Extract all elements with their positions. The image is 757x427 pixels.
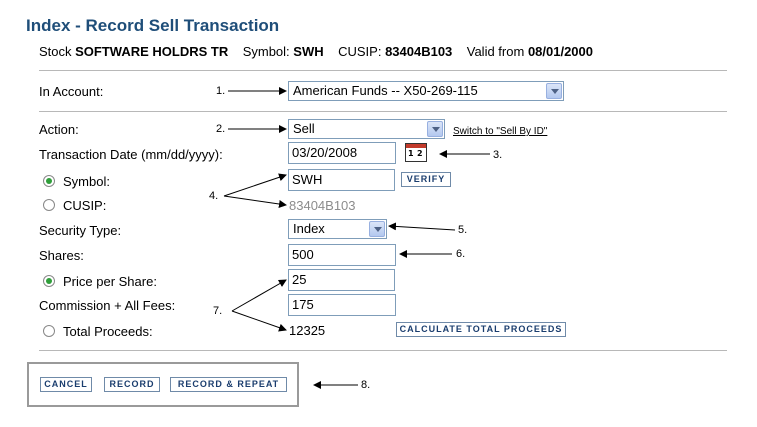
stock-name: SOFTWARE HOLDRS TR: [75, 44, 229, 59]
verify-button[interactable]: VERIFY: [401, 172, 451, 187]
switch-sell-by-id-link[interactable]: Switch to "Sell By ID": [453, 126, 548, 137]
page-title: Index - Record Sell Transaction: [26, 16, 280, 35]
symbol-label: Symbol:: [242, 44, 290, 59]
price-per-share-radio[interactable]: [43, 275, 55, 287]
account-select[interactable]: American Funds -- X50-269-115: [288, 81, 564, 101]
shares-input[interactable]: 500: [288, 244, 396, 266]
action-select-value: Sell: [293, 121, 315, 136]
security-type-value: Index: [293, 221, 325, 236]
transaction-date-input[interactable]: 03/20/2008: [288, 142, 396, 164]
callout-label-2: 2.: [216, 123, 226, 135]
total-proceeds-label: Total Proceeds:: [63, 324, 153, 339]
cusip-label: CUSIP:: [338, 44, 382, 59]
callout-label-8: 8.: [361, 379, 371, 391]
total-proceeds-radio[interactable]: [43, 325, 55, 337]
calendar-icon-digit: 1: [408, 149, 414, 158]
callout-label-6: 6.: [456, 248, 466, 260]
callout-arrow-7b: [231, 310, 287, 332]
security-type-select[interactable]: Index: [288, 219, 387, 239]
security-type-label: Security Type:: [39, 223, 122, 238]
callout-arrow-4b: [223, 195, 287, 208]
divider: [39, 350, 727, 351]
valid-label: Valid from: [466, 44, 525, 59]
chevron-down-icon[interactable]: [369, 221, 385, 237]
callout-label-7: 7.: [213, 305, 223, 317]
cusip-readonly-value: 83404B103: [289, 198, 356, 213]
stock-label: Stock: [39, 44, 72, 59]
chevron-down-icon[interactable]: [546, 83, 562, 99]
cusip-value: 83404B103: [385, 44, 453, 59]
symbol-radio[interactable]: [43, 175, 55, 187]
action-select[interactable]: Sell: [288, 119, 445, 139]
record-button[interactable]: RECORD: [104, 377, 160, 392]
total-proceeds-value: 12325: [289, 323, 326, 338]
action-label: Action:: [39, 122, 79, 137]
cusip-radio[interactable]: [43, 199, 55, 211]
record-and-repeat-button[interactable]: RECORD & REPEAT: [170, 377, 287, 392]
action-buttons-frame: [27, 362, 299, 407]
commission-label: Commission + All Fees:: [39, 298, 176, 313]
calendar-icon-digit: 2: [417, 149, 423, 158]
cusip-radio-label: CUSIP:: [63, 198, 107, 213]
callout-label-3: 3.: [493, 149, 503, 161]
shares-label: Shares:: [39, 248, 84, 263]
stock-info: Stock SOFTWARE HOLDRS TR Symbol: SWH CUS…: [39, 44, 593, 59]
symbol-input[interactable]: SWH: [288, 169, 395, 191]
callout-arrow-7a: [231, 279, 287, 312]
calculate-total-proceeds-button[interactable]: CALCULATE TOTAL PROCEEDS: [396, 322, 566, 337]
divider: [39, 70, 727, 71]
transaction-date-label: Transaction Date (mm/dd/yyyy):: [39, 147, 223, 162]
symbol-value: SWH: [293, 44, 324, 59]
commission-input[interactable]: 175: [288, 294, 396, 316]
cancel-button[interactable]: CANCEL: [40, 377, 92, 392]
callout-label-5: 5.: [458, 224, 468, 236]
price-per-share-label: Price per Share:: [63, 274, 157, 289]
calendar-icon[interactable]: 1 2: [405, 143, 427, 162]
callout-label-4: 4.: [209, 190, 219, 202]
callout-label-1: 1.: [216, 85, 226, 97]
account-label: In Account:: [39, 84, 104, 99]
callout-arrow-4a: [223, 173, 287, 197]
divider: [39, 111, 727, 112]
symbol-radio-label: Symbol:: [63, 174, 110, 189]
chevron-down-icon[interactable]: [427, 121, 443, 137]
valid-date: 08/01/2000: [527, 44, 594, 59]
callout-arrow-5: [388, 222, 456, 231]
account-select-value: American Funds -- X50-269-115: [293, 83, 478, 98]
price-per-share-input[interactable]: 25: [288, 269, 395, 291]
